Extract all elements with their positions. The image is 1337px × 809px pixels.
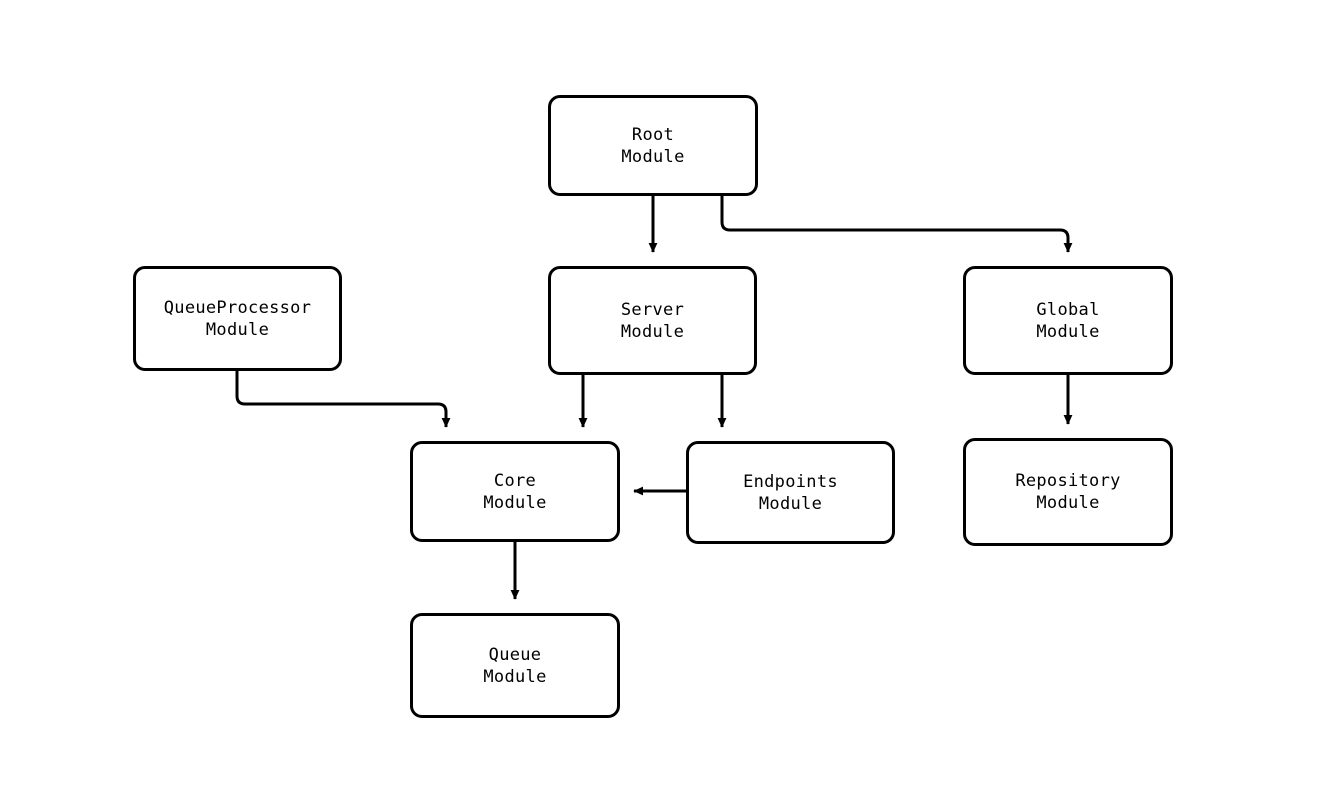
node-queueprocessor-label-line2: Module xyxy=(205,319,270,340)
node-queue-label-line2: Module xyxy=(483,666,547,687)
node-global-label-line1: Global xyxy=(1036,299,1100,320)
node-endpoints-label-line1: Endpoints xyxy=(743,471,838,492)
node-root[interactable]: Root Module xyxy=(548,95,758,196)
node-core[interactable]: Core Module xyxy=(410,441,620,542)
node-endpoints[interactable]: Endpoints Module xyxy=(686,441,895,544)
node-repository-label-line2: Module xyxy=(1036,493,1100,513)
node-queue[interactable]: Queue Module xyxy=(410,613,620,718)
edge-root-to-global xyxy=(720,196,1073,253)
node-root-label-line1: Root xyxy=(631,124,675,145)
node-root-label-line2: Module xyxy=(621,146,685,167)
node-repository-label-line1: Repository xyxy=(1015,471,1121,491)
node-global-label-line2: Module xyxy=(1036,321,1100,342)
node-queueprocessor-label-line1: QueueProcessor xyxy=(163,297,312,318)
edge-queueprocessor-to-core xyxy=(235,371,451,428)
node-server-label-line1: Server xyxy=(620,299,685,320)
node-global[interactable]: Global Module xyxy=(963,266,1173,375)
node-repository[interactable]: Repository Module xyxy=(963,438,1173,546)
node-queue-label-line1: Queue xyxy=(488,644,542,665)
node-core-label-line1: Core xyxy=(493,470,537,491)
node-queueprocessor[interactable]: QueueProcessor Module xyxy=(133,266,342,371)
node-endpoints-label-line2: Module xyxy=(758,493,823,514)
node-server[interactable]: Server Module xyxy=(548,266,757,375)
node-server-label-line2: Module xyxy=(620,321,685,342)
node-core-label-line2: Module xyxy=(483,492,547,513)
